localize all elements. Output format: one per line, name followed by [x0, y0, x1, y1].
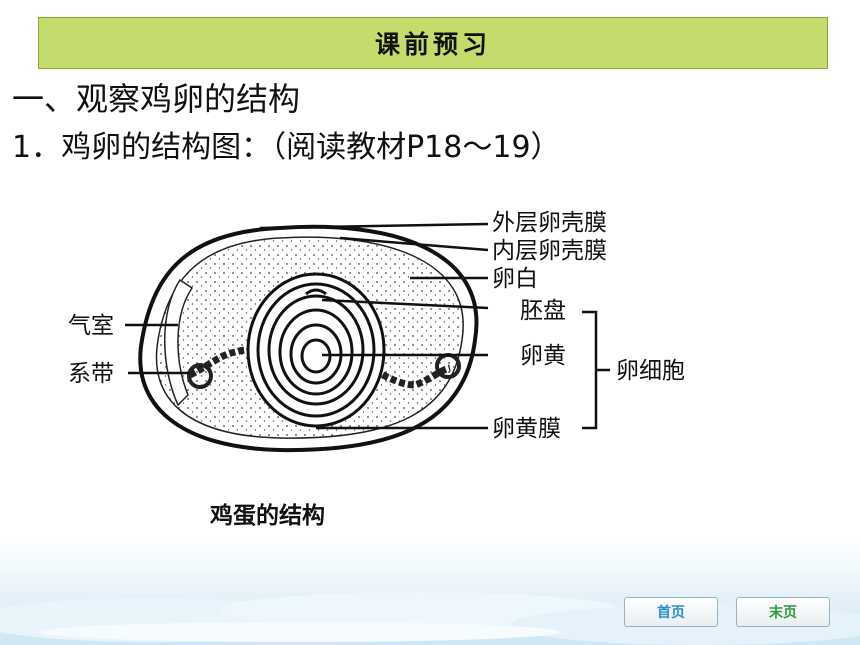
decorative-clouds — [0, 540, 860, 645]
chalaza-left-knot — [187, 363, 213, 389]
section-heading: 一、观察鸡卵的结构 — [12, 80, 301, 118]
label-egg-cell: 卵细胞 — [616, 358, 685, 384]
first-page-button[interactable]: 首页 — [624, 597, 718, 627]
header-title: 课前预习 — [374, 30, 491, 59]
label-chalaza: 系带 — [68, 361, 114, 387]
label-yolk-membrane: 卵黄膜 — [492, 416, 561, 442]
blastodisc — [305, 288, 327, 296]
label-inner-shell-membrane: 内层卵壳膜 — [492, 238, 607, 264]
label-albumen: 卵白 — [492, 266, 538, 292]
egg-diagram: 外层卵壳膜 内层卵壳膜 卵白 胚盘 气室 系带 卵黄 卵细胞 卵黄膜 鸡蛋的结构 — [68, 210, 685, 529]
figure-caption: 鸡蛋的结构 — [209, 502, 325, 529]
label-air-cell: 气室 — [68, 313, 114, 339]
last-page-button[interactable]: 末页 — [736, 597, 830, 627]
label-yolk: 卵黄 — [520, 343, 566, 369]
item-heading: 1．鸡卵的结构图：（阅读教材P18～19） — [12, 130, 561, 165]
header-bar: 课前预习 — [38, 17, 828, 69]
label-outer-shell-membrane: 外层卵壳膜 — [492, 210, 607, 236]
label-blastodisc: 胚盘 — [520, 298, 566, 324]
egg-structure-figure: 外层卵壳膜 内层卵壳膜 卵白 胚盘 气室 系带 卵黄 卵细胞 卵黄膜 鸡蛋的结构 — [60, 190, 740, 535]
